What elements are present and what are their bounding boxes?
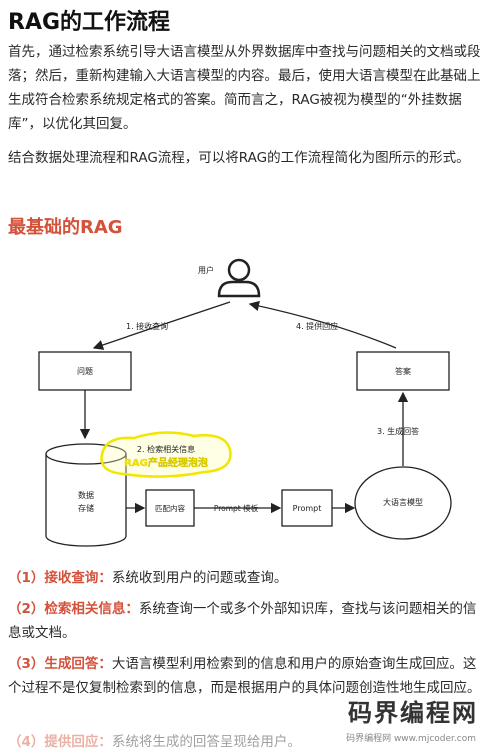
match-label: 匹配内容 <box>155 503 185 513</box>
db-label-2: 存储 <box>78 503 94 513</box>
prompt-template-label: Prompt 模板 <box>214 503 259 513</box>
step-text: 系统收到用户的问题或查询。 <box>111 570 288 586</box>
step-key: （3）生成回答： <box>8 656 112 672</box>
step1-label: 1. 接收查询 <box>126 321 168 331</box>
step-text: 大语言模型利用检索到的信息和用户的原始查询生成回应。这个过程不是仅复制检索到的信… <box>8 656 481 696</box>
llm-ellipse <box>354 466 452 540</box>
step2-label: 2. 检索相关信息 <box>137 444 195 454</box>
step4-label: 4. 提供回应 <box>296 321 338 331</box>
step-key: （4）提供回应： <box>8 734 112 750</box>
arrow-user-to-question <box>92 301 231 350</box>
step-item-1: （1）接收查询：系统收到用户的问题或查询。 <box>8 566 486 590</box>
watermark-logo: 码界编程网 <box>344 693 482 728</box>
intro-paragraph: 首先，通过检索系统引导大语言模型从外界数据库中查找与问题相关的文档或段落；然后，… <box>8 44 481 132</box>
question-box <box>38 351 132 391</box>
db-label-1: 数据 <box>78 490 94 500</box>
step-item-2: （2）检索相关信息：系统查询一个或多个外部知识库，查找与该问题相关的信息或文档。 <box>8 597 486 645</box>
section-title: 最基础的RAG <box>8 217 123 238</box>
step-item-4: （4）提供回应：系统将生成的回答呈现给用户。 <box>8 730 486 754</box>
answer-box <box>356 351 450 391</box>
step-item-3: （3）生成回答：大语言模型利用检索到的信息和用户的原始查询生成回应。这个过程不是… <box>8 652 486 700</box>
rag-flow-diagram: 用户 1. 接收查询 4. 提供回应 问题 答案 数据 存储 匹配内容 Prom… <box>38 258 452 547</box>
prompt-box <box>281 489 333 527</box>
data-store-cylinder <box>45 443 127 547</box>
question-label: 问题 <box>77 367 93 376</box>
step-text: 系统查询一个或多个外部知识库，查找与该问题相关的信息或文档。 <box>8 601 477 641</box>
stamp-text: RAG产品经理泡泡 <box>124 456 208 469</box>
answer-label: 答案 <box>395 366 411 376</box>
stamp-outline <box>100 431 232 478</box>
prompt-label: Prompt <box>293 504 322 513</box>
watermark-url: 码界编程网 www.mjcoder.com <box>346 734 476 744</box>
step-key: （1）接收查询： <box>8 570 112 586</box>
user-label: 用户 <box>198 265 214 275</box>
page-title: RAG的工作流程 <box>8 10 171 35</box>
arrow-answer-to-user <box>248 300 397 349</box>
llm-label: 大语言模型 <box>383 497 423 507</box>
step-key: （2）检索相关信息： <box>8 601 139 617</box>
step3-label: 3. 生成回答 <box>377 426 419 436</box>
user-icon <box>217 258 261 298</box>
step-text: 系统将生成的回答呈现给用户。 <box>111 734 301 750</box>
intro-paragraph-2: 结合数据处理流程和RAG流程，可以将RAG的工作流程简化为图所示的形式。 <box>8 150 470 166</box>
